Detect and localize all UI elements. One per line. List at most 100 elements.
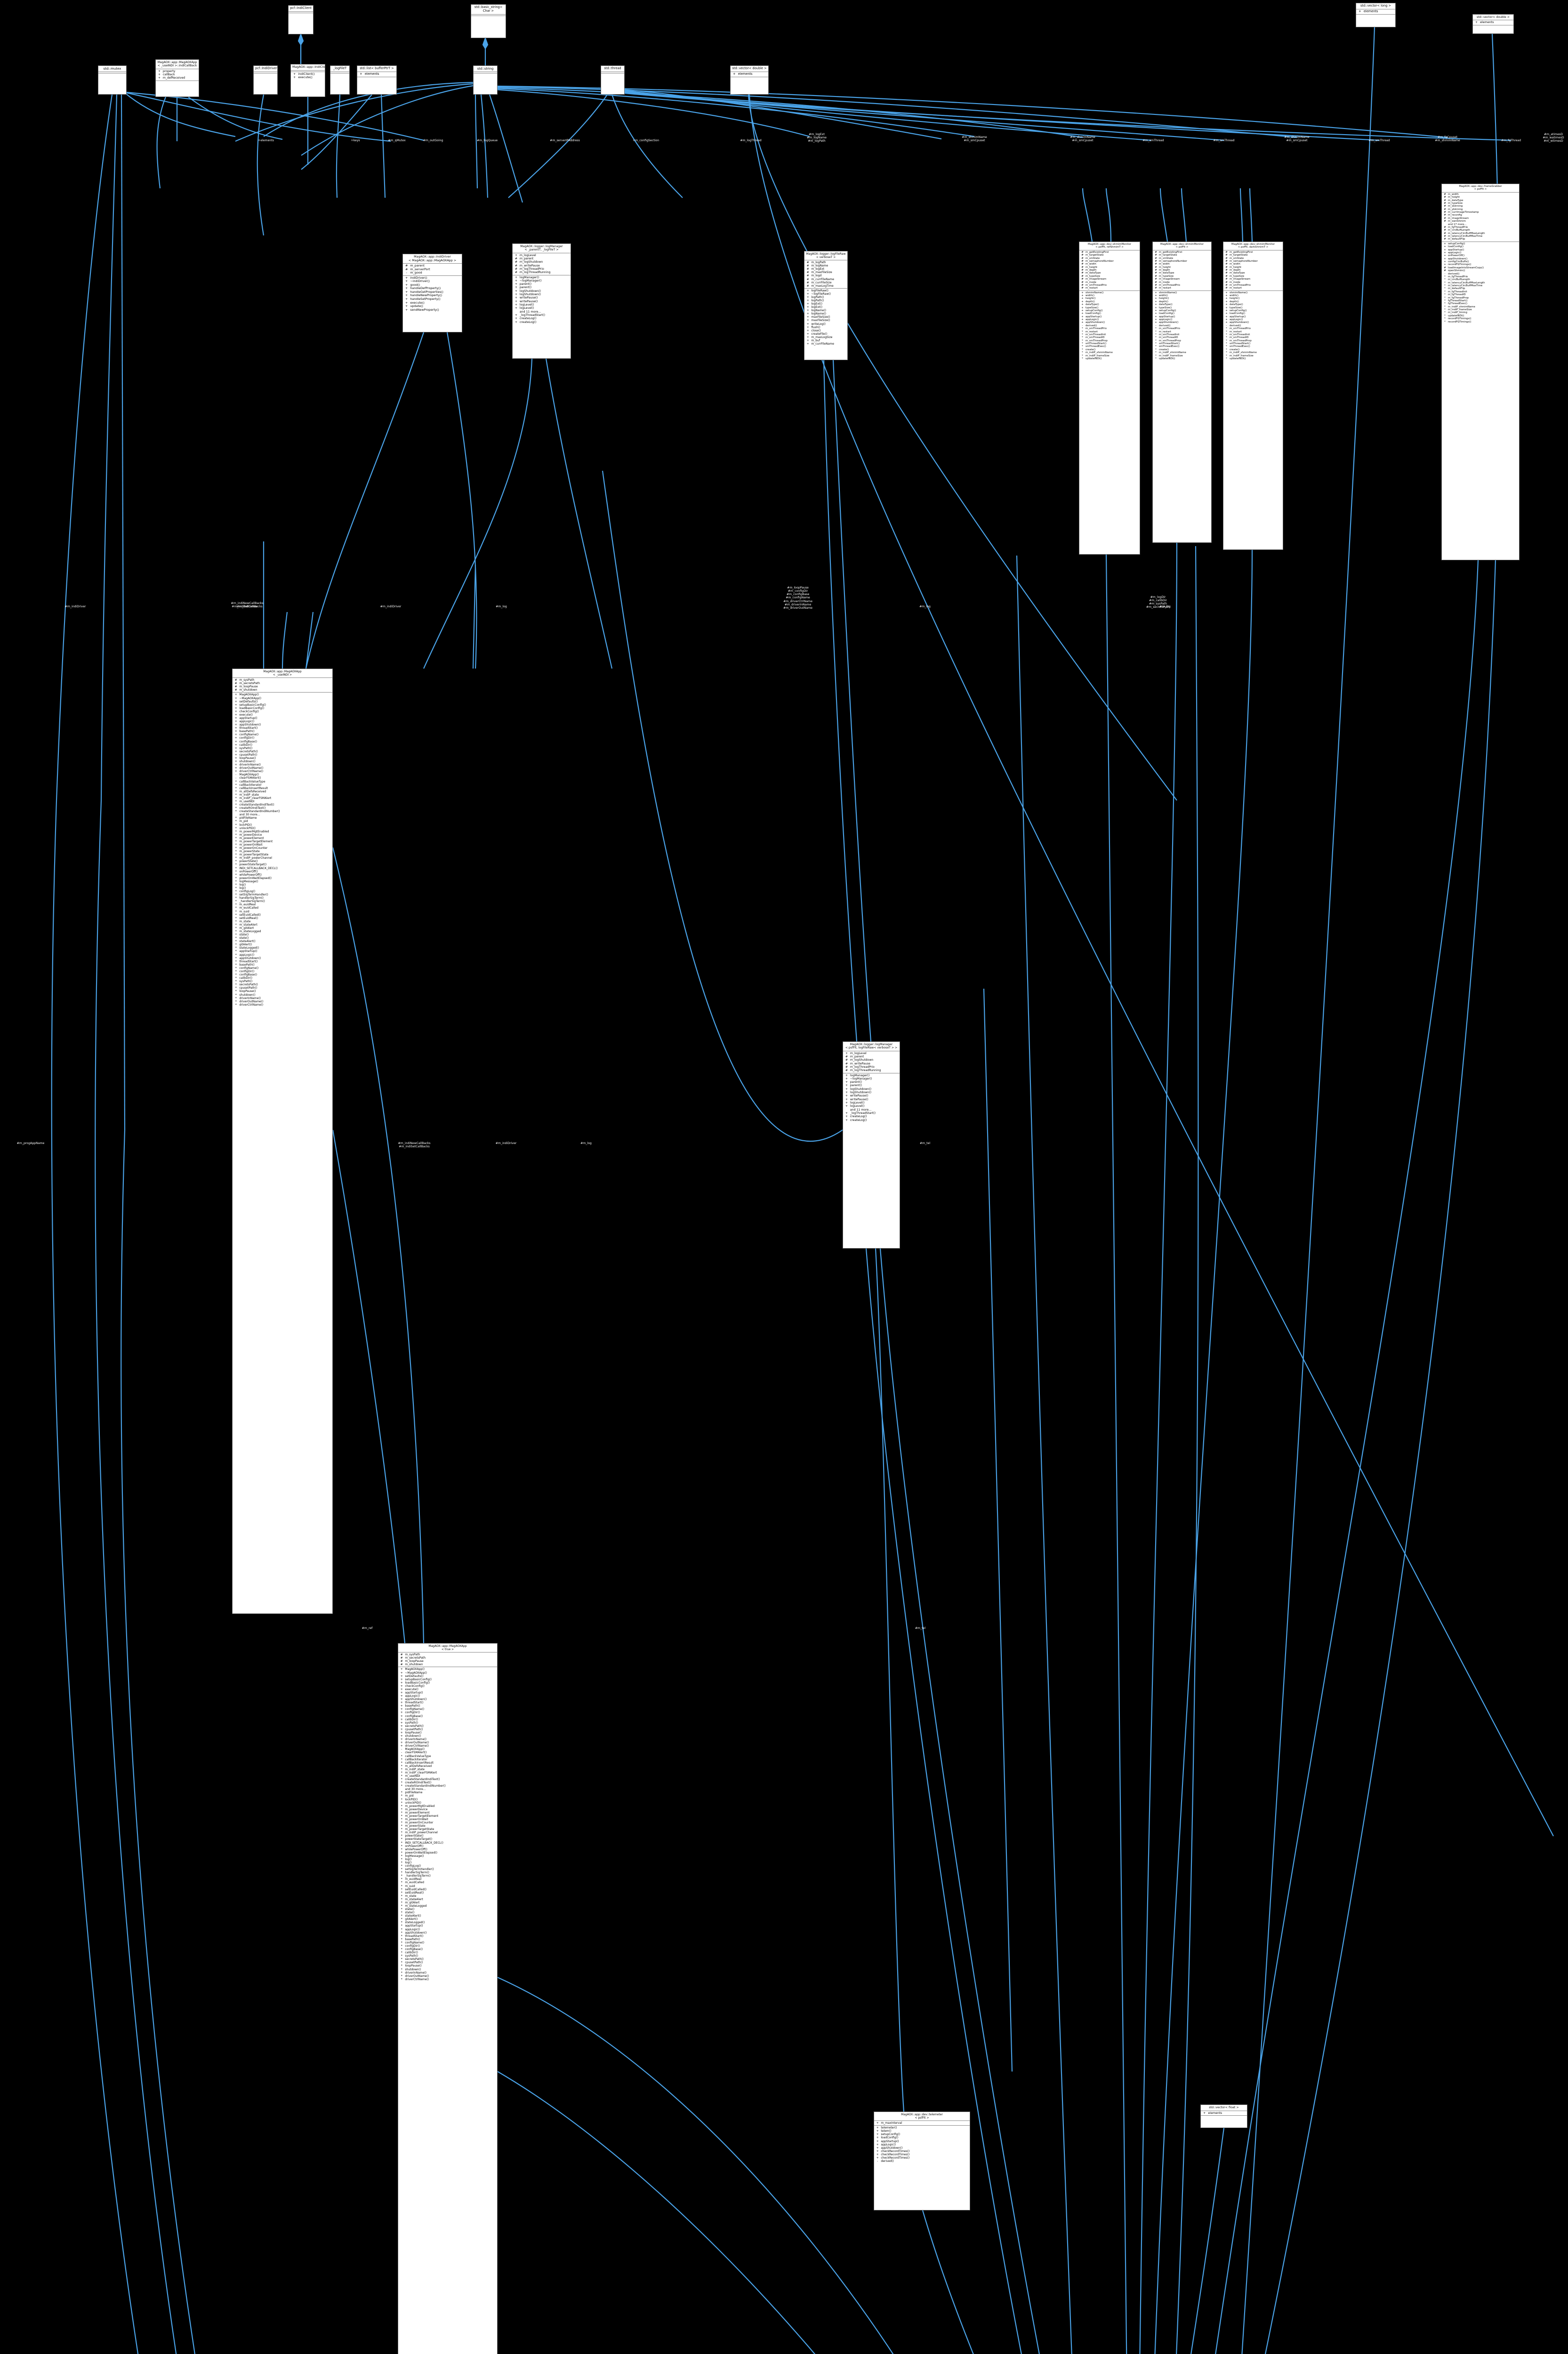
class-node[interactable]: MagAOX::app::dev::frameGrabber< psfFit >… xyxy=(1441,184,1520,560)
class-member-row: *updateINDI() xyxy=(1223,357,1283,360)
member-name: m_powerOnCounter xyxy=(239,846,268,850)
class-node[interactable]: MagAOX::app::MagAOXApp< true >#m_sysPath… xyxy=(398,1643,498,2354)
class-node[interactable]: MagAOX::app::MagAOXApp< _useINDI >::indi… xyxy=(155,59,199,97)
class-member-row: #m_logThreadRunning xyxy=(513,271,571,274)
member-name: m_parent xyxy=(410,264,425,268)
member-name: log() xyxy=(405,1861,412,1864)
visibility-marker: # xyxy=(1081,278,1084,281)
class-member-row: +depth() xyxy=(1223,300,1283,303)
member-name: basePath() xyxy=(239,730,255,734)
class-member-row: *m_latencyCircBuffMaxTime xyxy=(1442,284,1519,287)
member-name: createROIndiText() xyxy=(405,1781,432,1785)
member-name: and 30 more... xyxy=(239,813,260,817)
class-node[interactable]: std::string xyxy=(473,65,498,95)
class-member-row: *m_stateAlert xyxy=(398,1898,497,1901)
member-name: createLog() xyxy=(850,1115,867,1119)
visibility-marker: * xyxy=(401,1754,402,1758)
class-member-row: *gitAlert() xyxy=(233,943,332,946)
class-node[interactable]: MagAOX::logger::logManager< psfFit, logF… xyxy=(843,1041,900,1249)
visibility-marker: # xyxy=(515,267,518,271)
class-member-row: +configDir() xyxy=(398,1711,497,1714)
class-node[interactable]: std::thread xyxy=(601,65,625,95)
class-node[interactable]: std::basic_string<Char > xyxy=(471,4,506,38)
visibility-marker: + xyxy=(806,339,809,342)
class-member-row: #m_width xyxy=(1079,263,1140,266)
member-name: m_pid xyxy=(239,820,248,823)
class-member-row: *m_smThreadProp xyxy=(1079,339,1140,342)
class-member-row: +telemeter() xyxy=(874,2126,970,2129)
member-name: checkRecordTimes() xyxy=(881,2149,910,2153)
class-node[interactable]: pcf::IndiDriver xyxy=(253,65,278,95)
class-title-line: MagAOX::app::MagAOXApp xyxy=(157,61,197,64)
class-member-row: *m_powerState xyxy=(233,850,332,853)
class-node[interactable]: std::mutex xyxy=(98,65,127,95)
member-name: callBack xyxy=(162,73,175,76)
member-name: configDir() xyxy=(239,969,255,973)
class-node[interactable]: std::vector< double >+elements xyxy=(730,65,769,95)
class-member-row: *log() xyxy=(398,1861,497,1864)
class-node[interactable]: MagAOX::app::dev::telemeter< psfFit >+m_… xyxy=(874,2112,970,2210)
class-node[interactable]: std::vector< double >+elements xyxy=(1472,14,1514,34)
member-name: driverOutName() xyxy=(405,1741,429,1745)
class-member-row: +createLog() xyxy=(843,1119,900,1122)
class-node[interactable]: MagAOX::logger::logManager< _parentT, _l… xyxy=(512,243,571,359)
member-name: shmimName() xyxy=(1229,291,1248,294)
member-name: telemeter() xyxy=(881,2126,897,2130)
class-node[interactable]: std::list< bufferPtrT >+elements xyxy=(357,65,397,95)
class-member-row: *driverOutName() xyxy=(398,1975,497,1978)
visibility-marker: + xyxy=(158,76,161,80)
visibility-marker: * xyxy=(235,796,237,800)
class-node[interactable]: std::vector< long >+elements xyxy=(1356,3,1396,27)
visibility-marker: - xyxy=(235,776,237,780)
visibility-marker: # xyxy=(1081,259,1084,263)
class-node[interactable]: pcf::IndiClient xyxy=(288,5,314,34)
member-name: m_indiP_powerChannel xyxy=(239,856,272,860)
class-operations-section: +indiClient()+execute() xyxy=(291,71,325,80)
class-node[interactable]: MagAOX::logger::logFileRaw< verboseT >#m… xyxy=(804,251,848,360)
visibility-marker: * xyxy=(401,1817,402,1821)
class-member-row: *recordFGTimings() xyxy=(1442,317,1519,320)
visibility-marker: + xyxy=(515,293,518,297)
class-node[interactable]: MagAOX::app::indiDriver< MagAOX::app::Ma… xyxy=(402,254,462,332)
member-name: handlerSigTerm() xyxy=(239,896,264,900)
member-name: elements xyxy=(364,72,379,76)
member-name: m_width xyxy=(1158,263,1170,266)
visibility-marker: + xyxy=(400,1674,403,1678)
class-node[interactable]: MagAOX::app::dev::shmimMonitor< psfFit, … xyxy=(1079,242,1140,555)
class-attributes-section: +m_logLevel#m_parent#m_logShutdown#m_wri… xyxy=(513,252,571,275)
visibility-marker: * xyxy=(235,816,237,820)
member-name: smThreadExec() xyxy=(1158,345,1180,348)
class-node[interactable]: MagAOX::app::dev::shmimMonitor< psfFit, … xyxy=(1223,242,1283,550)
class-member-row: +shmimName() xyxy=(1153,291,1211,294)
class-member-row: #m_imageStream xyxy=(1442,217,1519,220)
class-member-row: *powerStateTarget() xyxy=(233,863,332,866)
class-member-row: +loadConfig() xyxy=(1442,245,1519,248)
class-member-row: *log() xyxy=(398,1858,497,1861)
class-member-row: *m_indiP_state xyxy=(398,1768,497,1771)
class-member-row: +appStartup() xyxy=(1442,249,1519,251)
class-member-row: +configName() xyxy=(233,733,332,736)
member-name: m_buf xyxy=(811,339,820,342)
member-name: appLogic() xyxy=(405,1927,420,1931)
edge-label: #m_smThread xyxy=(1213,139,1235,142)
class-node[interactable]: MagAOX::app::dev::shmimMonitor< psfFit >… xyxy=(1152,242,1212,543)
class-node[interactable]: _logFileT xyxy=(330,65,350,95)
class-member-row: +elements xyxy=(1356,9,1395,14)
class-node[interactable]: MagAOX::app::MagAOXApp< _useINDI >#m_sys… xyxy=(232,669,333,1614)
member-name: m_logd xyxy=(811,274,822,278)
member-name: m_targetState xyxy=(1085,254,1104,257)
class-member-row: +parent() xyxy=(843,1080,900,1084)
class-member-row: #m_reconfig xyxy=(1442,214,1519,217)
class-node[interactable]: MagAOX::app::indiClient+indiClient()+exe… xyxy=(290,64,325,97)
class-node-title: MagAOX::app::MagAOXApp< _useINDI > xyxy=(233,669,332,677)
member-name: m_currImageTimestamp xyxy=(1447,211,1479,214)
class-node[interactable]: std::vector< float >+elements xyxy=(1200,2104,1247,2128)
class-member-row: +logExt() xyxy=(804,306,847,309)
class-member-row: #m_typeSize xyxy=(1079,275,1140,278)
class-member-row: +cpusetPath() xyxy=(233,753,332,757)
class-node-title: std::vector< double > xyxy=(1473,15,1513,20)
class-member-row: #m_height xyxy=(1442,196,1519,199)
class-member-row: *m_smThreadPrio xyxy=(1223,327,1283,330)
class-member-row: #m_parent xyxy=(513,257,571,260)
member-name: smThreadStart() xyxy=(1158,342,1180,345)
